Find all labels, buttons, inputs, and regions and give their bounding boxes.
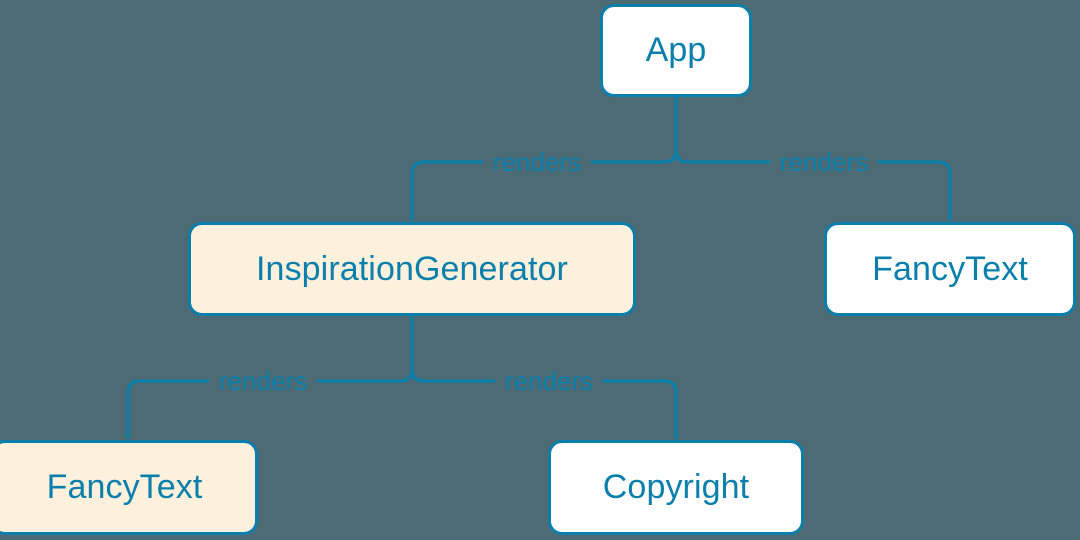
edge-app-to-inspiration <box>410 149 678 221</box>
node-fancytext-left[interactable]: FancyText <box>0 440 258 535</box>
node-app-label: App <box>645 31 707 69</box>
edge-label-app-to-inspiration: renders <box>482 149 592 175</box>
node-copyright[interactable]: Copyright <box>548 440 804 535</box>
node-fancytext-left-label: FancyText <box>46 468 203 506</box>
edge-label-app-to-fancytext-right: renders <box>769 149 879 175</box>
edge-inspiration-to-copyright <box>410 368 678 439</box>
node-fancytext-right[interactable]: FancyText <box>824 222 1076 316</box>
node-copyright-label: Copyright <box>602 468 750 506</box>
node-inspiration-generator-label: InspirationGenerator <box>256 249 568 288</box>
edge-inspiration-to-fancytext-left <box>126 368 414 439</box>
node-inspiration-generator[interactable]: InspirationGenerator <box>188 222 636 316</box>
node-app[interactable]: App <box>600 4 752 97</box>
node-fancytext-right-label: FancyText <box>872 249 1028 288</box>
edge-label-inspiration-to-fancytext-left: renders <box>208 368 318 394</box>
edge-label-inspiration-to-copyright: renders <box>494 368 604 394</box>
edge-app-to-fancytext-right <box>674 149 952 221</box>
